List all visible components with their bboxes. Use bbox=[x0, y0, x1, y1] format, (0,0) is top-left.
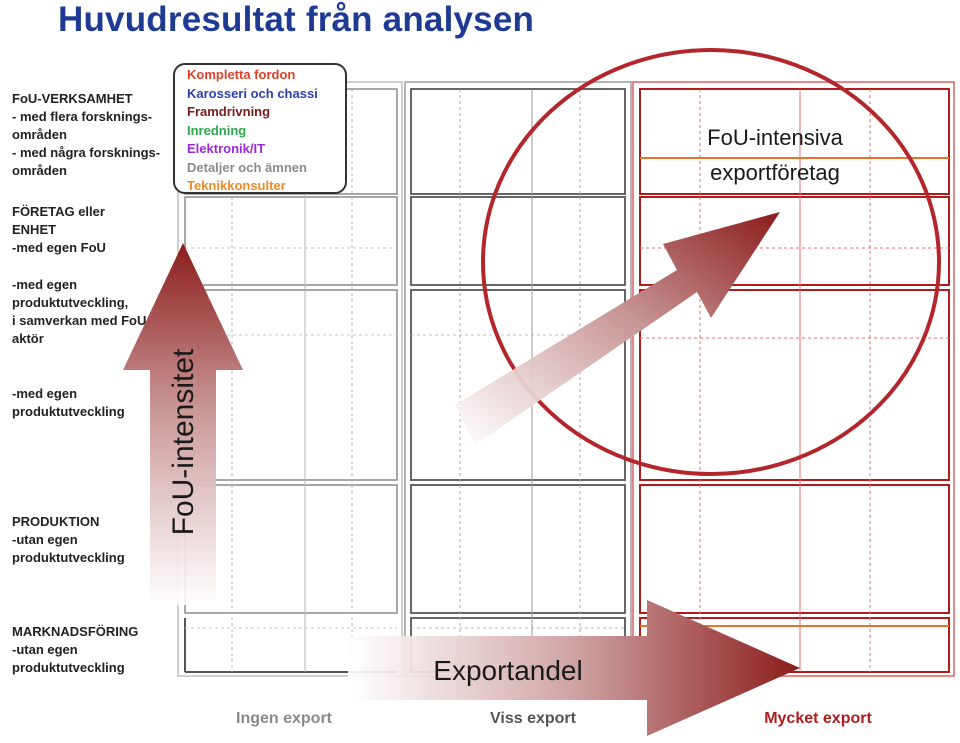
vertical-arrow bbox=[123, 243, 243, 605]
highlight-circle bbox=[481, 48, 941, 476]
row-label-line: FoU-VERKSAMHET bbox=[12, 91, 133, 106]
column-label-mycket-export: Mycket export bbox=[764, 710, 872, 727]
row-label-line: i samverkan med FoU bbox=[12, 313, 147, 328]
row-label-line: - med några forsknings- bbox=[12, 145, 161, 160]
row-label-line: områden bbox=[12, 163, 67, 178]
row-label-line: -med egen bbox=[12, 386, 78, 401]
row-label-line: aktör bbox=[12, 331, 44, 346]
legend-item: Framdrivning bbox=[187, 104, 271, 119]
column-label-viss-export: Viss export bbox=[490, 710, 576, 727]
column-mycket-export bbox=[632, 81, 955, 677]
legend-item: Inredning bbox=[187, 122, 247, 138]
horizontal-axis-label: Exportandel bbox=[433, 655, 582, 686]
row-label-marknadsforing: MARKNADSFÖRING -utan egen produktutvecklin… bbox=[12, 623, 138, 677]
legend-item: Elektronik/IT bbox=[187, 141, 266, 156]
row-label-line: ENHET bbox=[12, 222, 57, 237]
legend-item: Detaljer och ämnen bbox=[187, 159, 307, 175]
row-label-line: -utan egen bbox=[12, 532, 78, 547]
row-label-line: produktutveckling bbox=[12, 550, 125, 565]
row-label-line: PRODUKTION bbox=[12, 514, 100, 529]
row-label-fou-verksamhet: FoU-VERKSAMHET - med flera forsknings-omr… bbox=[12, 90, 160, 180]
row-label-samverkan: -med egen produktutveckling, i samverkan m… bbox=[12, 276, 146, 348]
horizontal-arrow bbox=[348, 600, 800, 736]
vertical-axis-label: FoU-intensitet bbox=[167, 348, 200, 535]
row-label-produktion: PRODUKTION -utan egen produktutveckling bbox=[12, 513, 125, 567]
page-title: Huvudresultat från analysen bbox=[58, 0, 535, 39]
column-label-ingen-export: Ingen export bbox=[235, 710, 333, 727]
row-label-line: -med egen bbox=[12, 277, 78, 292]
legend-item: Kompletta fordon bbox=[187, 67, 296, 82]
row-label-line: produktutveckling bbox=[12, 404, 125, 419]
row-label-line: -med egen FoU bbox=[12, 240, 106, 255]
highlight-label-line2: exportföretag bbox=[710, 160, 840, 185]
highlight-label-line1: FoU-intensiva bbox=[707, 125, 843, 150]
row-label-line: MARKNADSFÖRING bbox=[12, 624, 139, 639]
legend-item: Karosseri och chassi bbox=[187, 85, 318, 101]
legend-item: Teknikkonsulter bbox=[187, 178, 286, 193]
row-label-line: - med flera forsknings- bbox=[12, 109, 153, 124]
diagonal-arrow bbox=[455, 212, 780, 445]
row-label-line: -utan egen bbox=[12, 642, 78, 657]
row-label-produktutveckling: -med egen produktutveckling bbox=[12, 385, 125, 421]
row-label-line: FÖRETAG eller bbox=[12, 204, 105, 219]
row-label-line: produktutveckling bbox=[12, 660, 125, 675]
row-label-line: områden bbox=[12, 127, 67, 142]
row-label-line: produktutveckling, bbox=[12, 295, 129, 310]
